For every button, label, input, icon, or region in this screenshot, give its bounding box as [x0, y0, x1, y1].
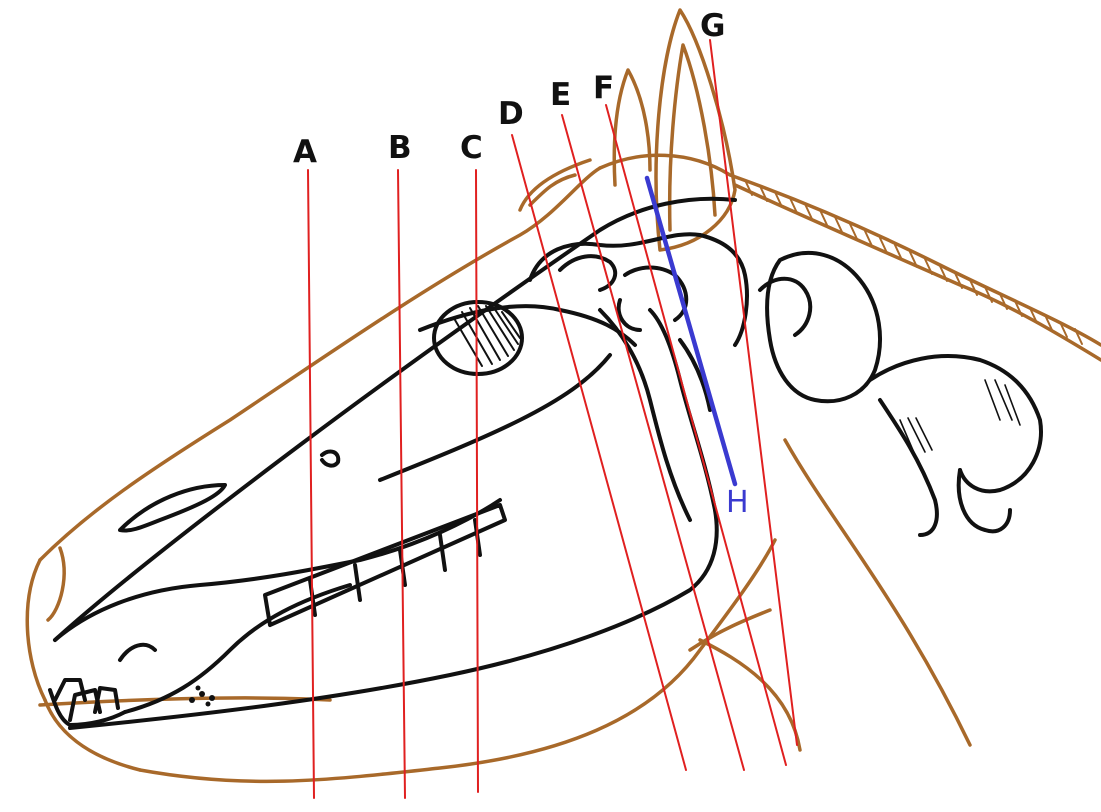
line-e: [562, 115, 744, 770]
section-lines: [308, 40, 797, 798]
line-g: [710, 40, 797, 745]
line-a: [308, 170, 314, 798]
label-c: C: [460, 130, 483, 166]
label-g: G: [700, 8, 725, 44]
label-f: F: [593, 70, 614, 106]
label-d: D: [498, 96, 524, 132]
skull: [50, 199, 1041, 728]
teeth-dots: [189, 686, 215, 707]
label-h: H: [726, 485, 749, 520]
line-b: [398, 170, 405, 798]
label-b: B: [388, 130, 412, 166]
vertebra-shading: [900, 380, 1020, 455]
line-c: [476, 170, 478, 792]
label-a: A: [293, 134, 317, 170]
head-outline: [27, 155, 1101, 781]
label-e: E: [550, 77, 571, 113]
